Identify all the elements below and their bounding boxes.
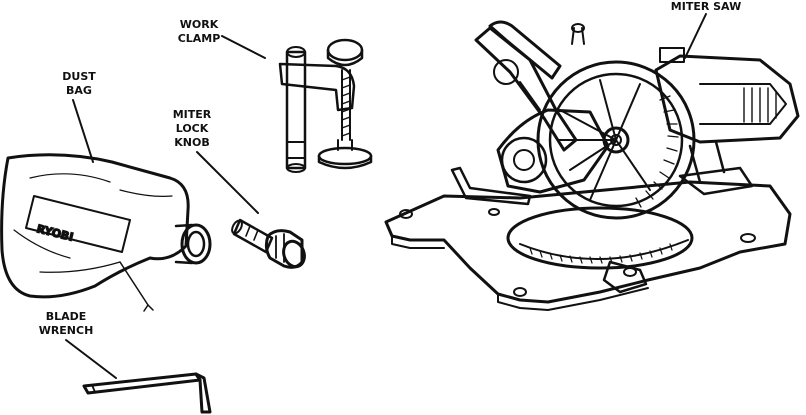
blade-wrench-label-line2: WRENCH xyxy=(39,324,94,337)
miter-lock-knob-label-line3: KNOB xyxy=(174,136,209,149)
miter-lock-knob-illustration xyxy=(231,218,306,269)
work-clamp-label-line2: CLAMP xyxy=(178,32,221,45)
work-clamp-label: WORK CLAMP xyxy=(178,18,221,45)
dust-bag-brand-text: RYOBI xyxy=(35,222,74,244)
blade-wrench-leader-line xyxy=(65,339,117,379)
dust-bag-illustration: RYOBI xyxy=(0,153,212,312)
dust-bag-label-line2: BAG xyxy=(66,84,92,97)
blade-wrench-illustration xyxy=(82,372,212,414)
dust-bag-leader-line xyxy=(72,99,94,163)
miter-lock-knob-leader-line xyxy=(196,151,259,214)
blade-wrench-label-line1: BLADE xyxy=(46,310,87,323)
miter-lock-knob-label-line2: LOCK xyxy=(176,122,209,135)
miter-saw-illustration xyxy=(384,20,800,311)
blade-wrench-label: BLADE WRENCH xyxy=(39,310,94,337)
work-clamp-leader-line xyxy=(221,35,266,59)
miter-lock-knob-label: MITER LOCK KNOB xyxy=(173,108,212,149)
miter-saw-label: MITER SAW xyxy=(671,0,741,13)
work-clamp-illustration xyxy=(278,38,373,173)
miter-lock-knob-label-line1: MITER xyxy=(173,108,212,121)
miter-saw-leader-line xyxy=(684,13,707,59)
dust-bag-label-line1: DUST xyxy=(62,70,96,83)
miter-saw-label-line1: MITER SAW xyxy=(671,0,741,13)
dust-bag-label: DUST BAG xyxy=(62,70,96,97)
work-clamp-label-line1: WORK xyxy=(180,18,219,31)
